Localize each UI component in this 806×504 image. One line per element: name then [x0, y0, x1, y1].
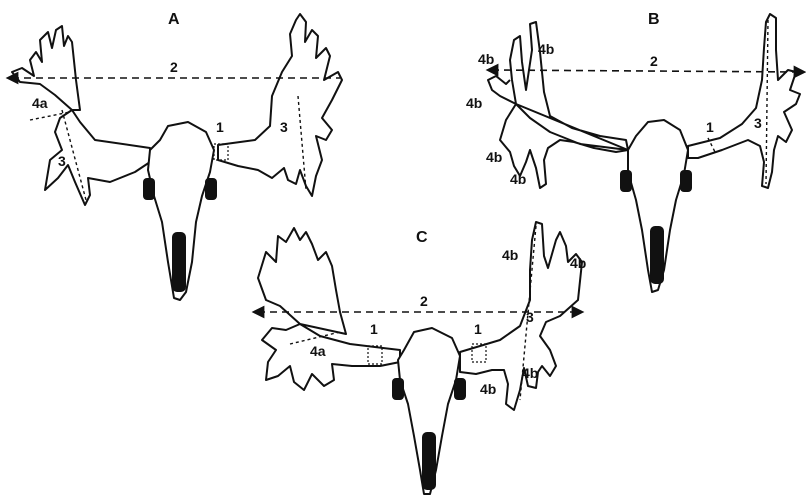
panel-c-label-point-4: 4b [480, 381, 496, 397]
panel-c-label-palm-width: 4a [310, 343, 326, 359]
panel-c-nasal [422, 432, 436, 490]
panel-c-label-palm-length: 3 [526, 309, 534, 325]
panel-a-eye-left [143, 178, 155, 200]
panel-b-label-beam: 1 [706, 119, 714, 135]
panel-b-nasal [650, 226, 664, 284]
panel-b-eye-right [680, 170, 692, 192]
panel-a-left-antler [12, 26, 150, 205]
panel-b-label-palm-length: 3 [754, 115, 762, 131]
panel-c-left-antler [258, 228, 400, 390]
panel-a-label-spread: 2 [170, 59, 178, 75]
panel-c-label-spread: 2 [420, 293, 428, 309]
panel-c-eye-left [392, 378, 404, 400]
panel-b-label-point-2: 4b [478, 51, 494, 67]
panel-c-label-point-1: 4b [502, 247, 518, 263]
panel-b-label-spread: 2 [650, 53, 658, 69]
panel-c-label-point-2: 4b [570, 255, 586, 271]
panel-a-label-palm-length-left: 3 [58, 153, 66, 169]
panel-a-label-beam: 1 [216, 119, 224, 135]
panel-a-label-palm-length-right: 3 [280, 119, 288, 135]
panel-c-label-beam-left: 1 [370, 321, 378, 337]
panel-b-label-point-4: 4b [486, 149, 502, 165]
panel-c: C 2 4a 1 1 3 4b 4b 4b 4b [258, 222, 586, 494]
panel-a-eye-right [205, 178, 217, 200]
panel-a-title: A [168, 11, 180, 28]
panel-b-left-antler [488, 22, 628, 188]
panel-c-label-beam-right: 1 [474, 321, 482, 337]
panel-b-eye-left [620, 170, 632, 192]
panel-b-label-point-5: 4b [510, 171, 526, 187]
panel-b-label-point-1: 4b [538, 41, 554, 57]
panel-a-label-palm-width: 4a [32, 95, 48, 111]
panel-a-nasal [172, 232, 186, 292]
panel-c-eye-right [454, 378, 466, 400]
panel-c-title: C [416, 229, 428, 246]
panel-a-right-antler [218, 14, 342, 196]
panel-b-label-point-3: 4b [466, 95, 482, 111]
panel-c-label-point-3: 4b [522, 365, 538, 381]
panel-b-title: B [648, 11, 660, 28]
panel-b-right-antler [688, 14, 800, 188]
